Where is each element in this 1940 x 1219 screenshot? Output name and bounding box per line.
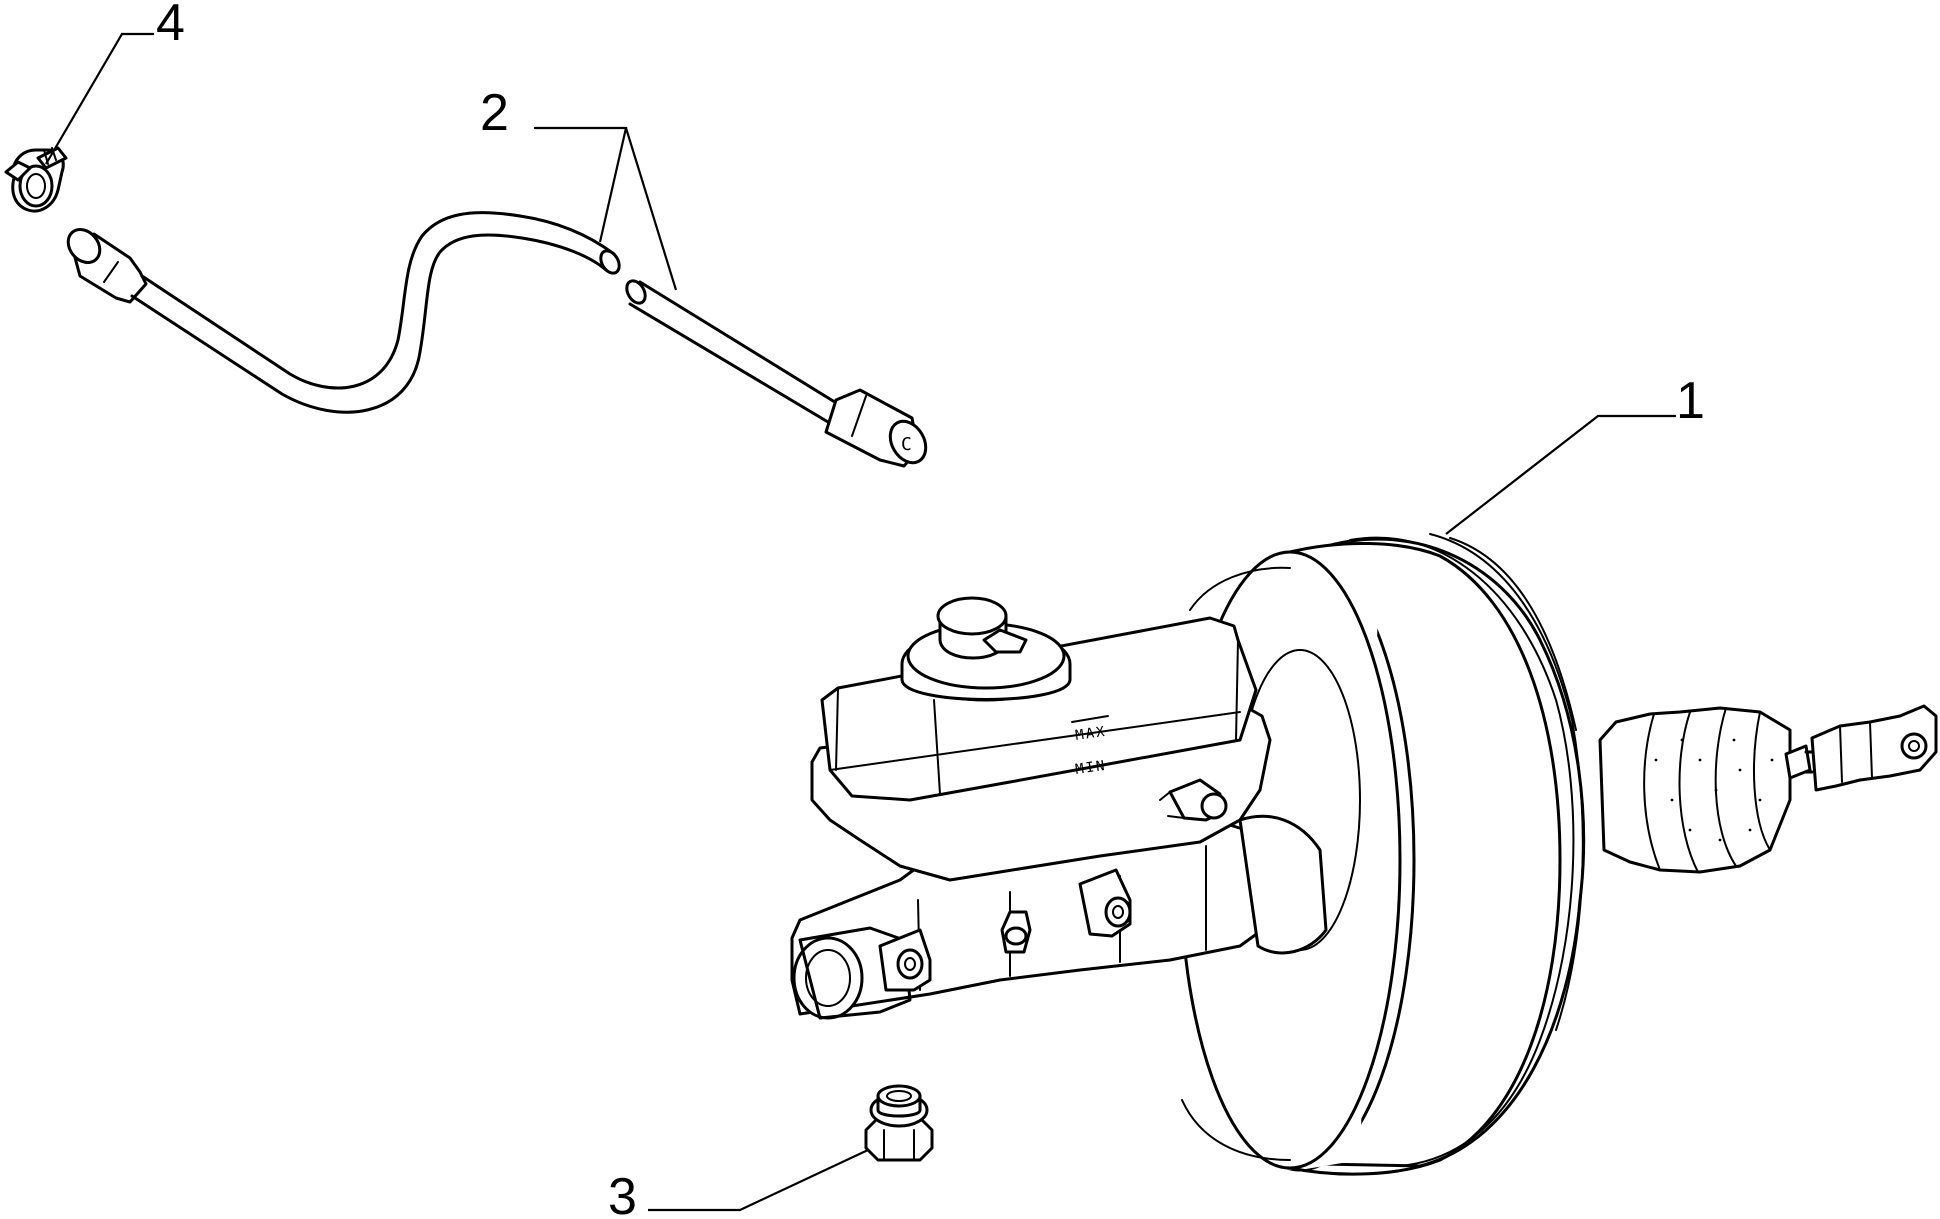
callout-1: 1 [1676, 372, 1705, 430]
part-2-vacuum-hose: C [66, 211, 928, 468]
leader-3 [648, 1149, 869, 1212]
master-cylinder [790, 814, 1328, 1020]
fitting-letter: C [901, 434, 912, 455]
part-4-hose-clamp [4, 146, 68, 213]
reservoir-min-mark: MIN [1074, 758, 1107, 778]
reservoir-max-mark: MAX [1074, 724, 1107, 744]
brake-fluid-reservoir: MAX MIN [810, 596, 1272, 882]
boot-texture [1654, 738, 1774, 842]
callout-2: 2 [480, 84, 509, 142]
leader-2-a [534, 126, 628, 243]
pushrod-clevis [1784, 704, 1938, 792]
part-1-brake-booster-assembly: MAX MIN [790, 533, 1938, 1176]
callout-3: 3 [608, 1168, 637, 1219]
leader-4 [45, 32, 154, 165]
leader-2-b [624, 127, 678, 291]
callout-numbers: 1 2 3 4 [156, 0, 1705, 1219]
callout-4: 4 [156, 0, 185, 52]
pushrod-boot [1598, 706, 1792, 874]
leader-1 [1445, 414, 1676, 535]
part-3-plug-nut [864, 1084, 934, 1162]
callout-leaders [45, 32, 1676, 1212]
